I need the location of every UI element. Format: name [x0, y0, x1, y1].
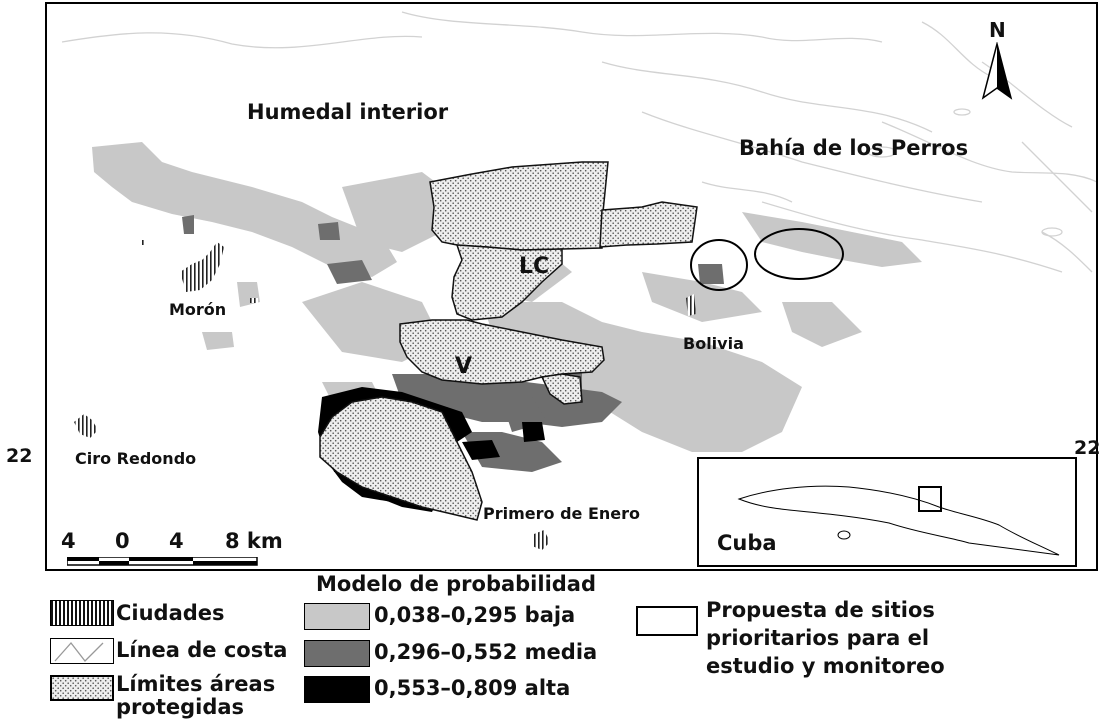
legend-label-low: 0,038–0,295 baja — [374, 603, 576, 627]
cities — [74, 240, 696, 550]
legend-label-protected: Límites áreas — [116, 672, 276, 696]
legend-swatch-high — [304, 676, 370, 703]
legend-model-title: Modelo de probabilidad — [316, 572, 597, 596]
inset-label: Cuba — [717, 531, 777, 555]
proposal-sites — [690, 228, 844, 291]
legend-proposal-line2: prioritarios para el — [706, 626, 930, 650]
legend-proposal-line1: Propuesta de sitios — [706, 598, 935, 622]
legend-symbol-coastline — [50, 638, 114, 664]
legend-swatch-low — [304, 603, 370, 630]
north-arrow: N — [977, 18, 1017, 100]
arrow-icon — [981, 42, 1013, 100]
label-bahia: Bahía de los Perros — [739, 136, 969, 160]
inset-location-box — [918, 486, 942, 512]
label-lc: LC — [519, 254, 550, 279]
latitude-right: 22 — [1074, 437, 1101, 459]
legend-label-coastline: Línea de costa — [116, 638, 288, 662]
legend-swatch-medium — [304, 640, 370, 667]
legend-symbol-protected — [50, 675, 114, 701]
latitude-left: 22 — [6, 445, 33, 467]
legend-label-cities: Ciudades — [116, 601, 225, 625]
legend-proposal-line3: estudio y monitoreo — [706, 654, 945, 678]
label-humedal: Humedal interior — [247, 100, 449, 124]
map-frame: N Cuba 4 0 4 8 km Humedal interior Bahía… — [45, 2, 1098, 571]
map-canvas — [61, 11, 1096, 550]
stipple-icon — [52, 677, 112, 699]
protected-areas — [319, 161, 698, 521]
scale-bar-graphic — [67, 557, 258, 566]
label-primero: Primero de Enero — [483, 504, 641, 523]
zigzag-icon — [54, 641, 104, 662]
label-bolivia: Bolivia — [683, 334, 744, 353]
label-ciro: Ciro Redondo — [75, 449, 197, 468]
cuba-outline — [737, 485, 1060, 556]
legend-symbol-cities — [50, 600, 114, 626]
label-v: V — [455, 354, 473, 379]
legend-label-high: 0,553–0,809 alta — [374, 676, 571, 700]
legend-symbol-proposal — [636, 606, 698, 636]
coastline — [61, 11, 1096, 273]
north-label: N — [989, 18, 1006, 42]
label-moron: Morón — [169, 300, 227, 319]
inset-map: Cuba — [697, 457, 1077, 567]
legend-label-medium: 0,296–0,552 media — [374, 640, 598, 664]
scale-bar: 4 0 4 8 km — [61, 529, 283, 569]
legend-label-protected-2: protegidas — [116, 695, 245, 719]
